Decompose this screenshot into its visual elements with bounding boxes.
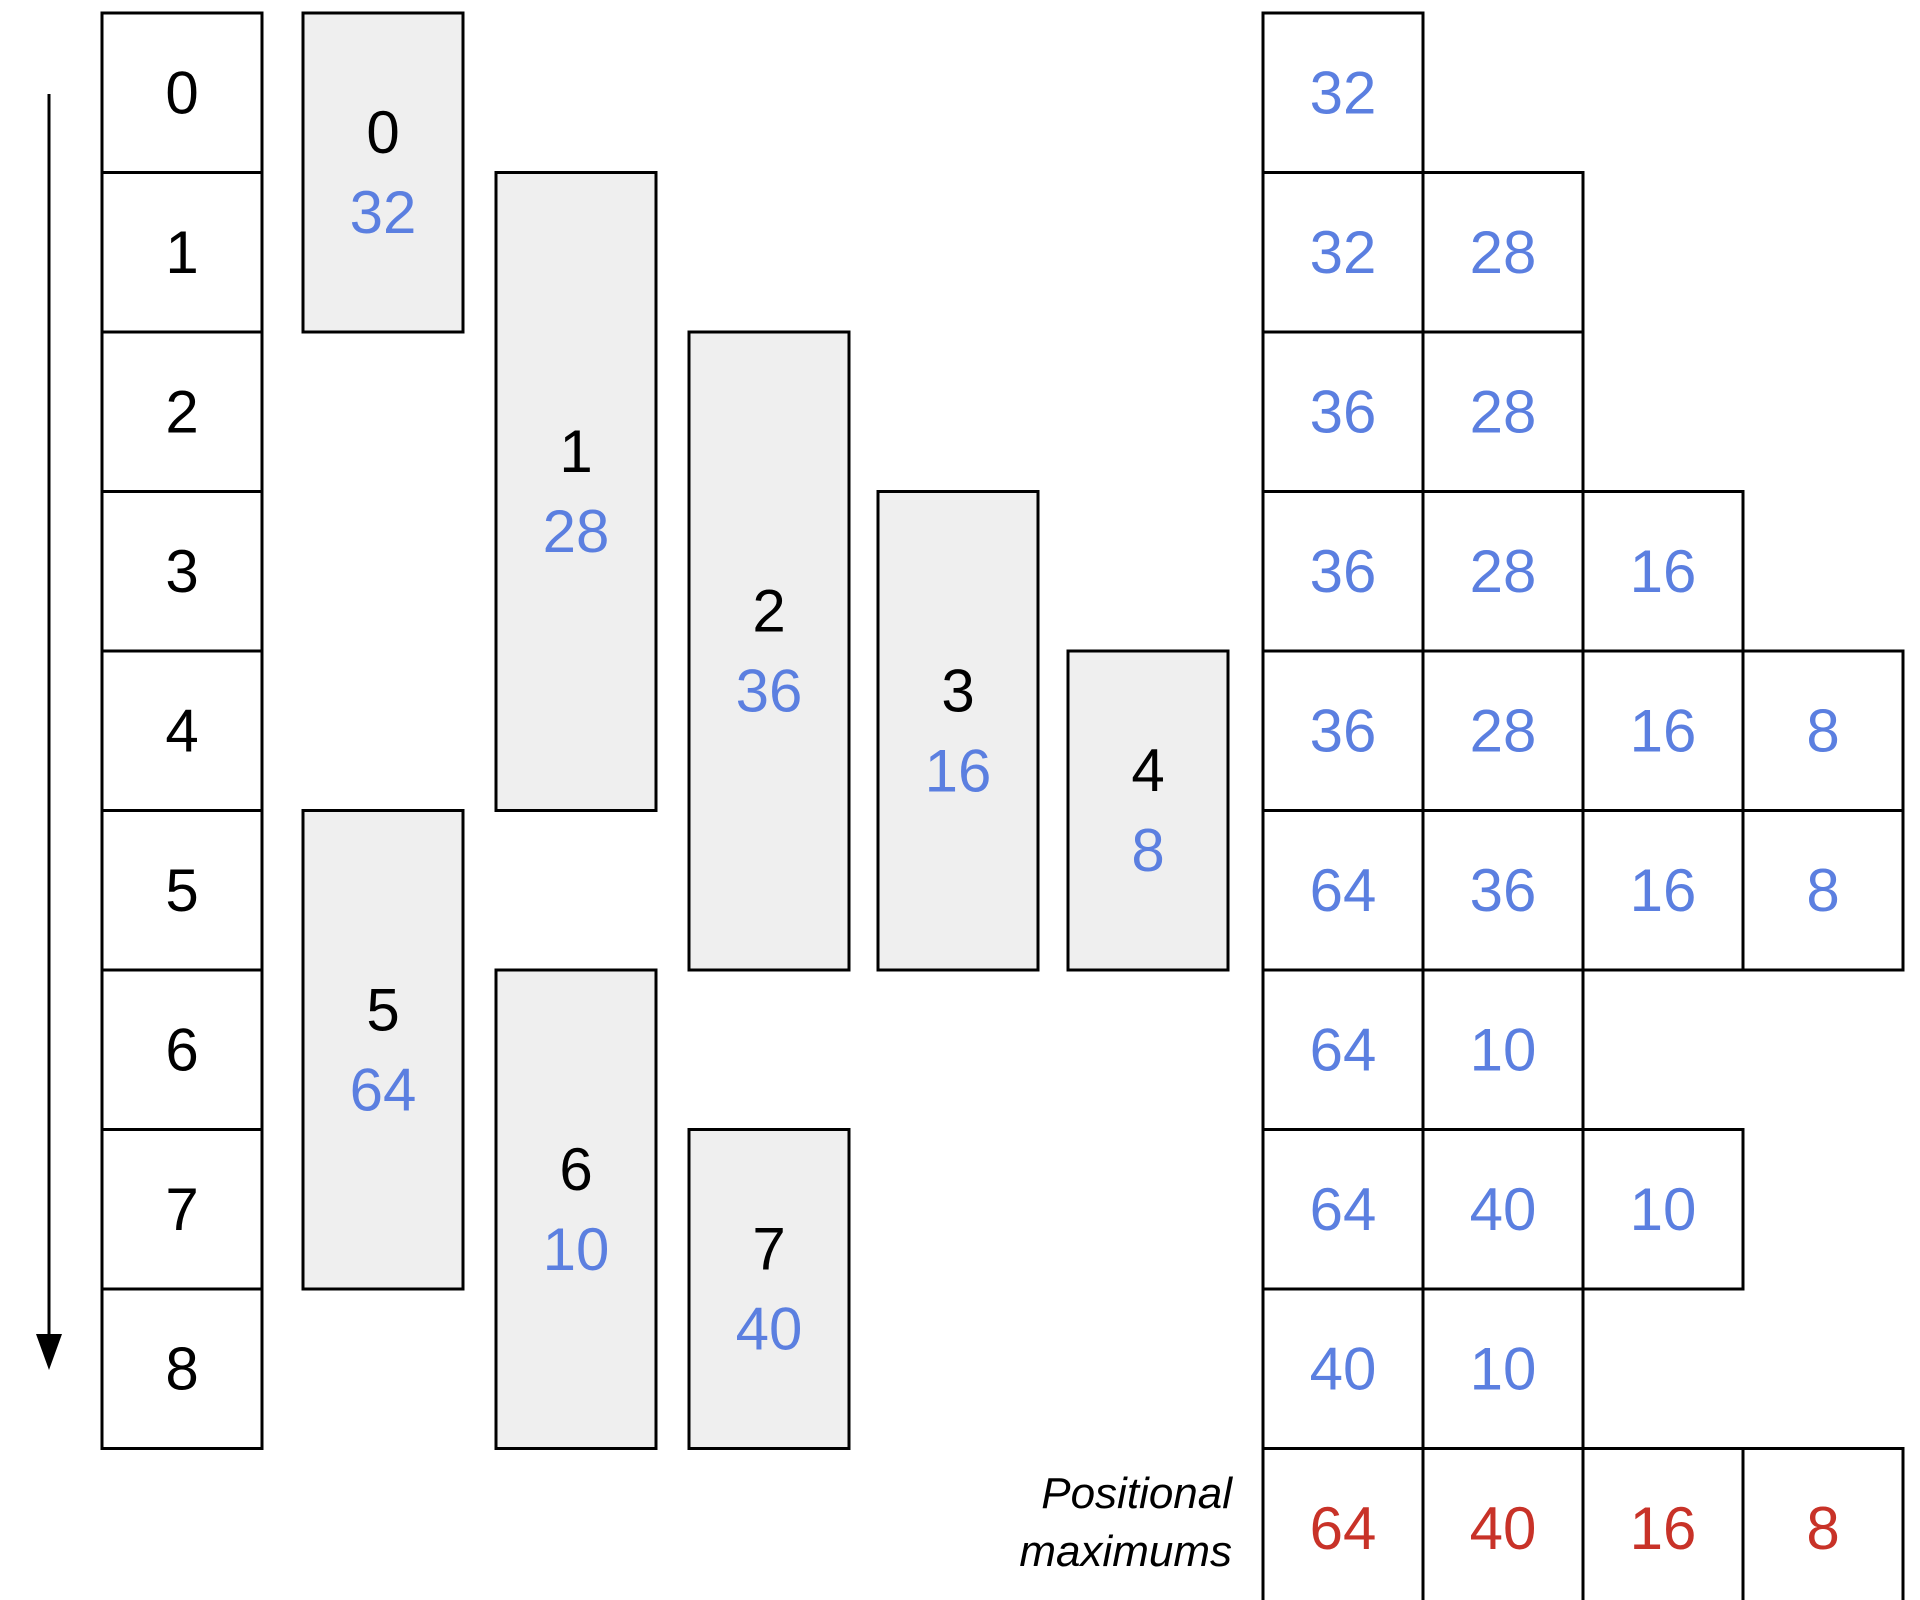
interval-value: 16 xyxy=(925,737,992,804)
stack-cell-value: 28 xyxy=(1470,538,1537,605)
index-cell-label: 0 xyxy=(165,59,198,126)
stack-cell-value: 64 xyxy=(1310,1176,1377,1243)
stack-cell-value: 8 xyxy=(1806,857,1839,924)
stack-cell xyxy=(1261,1287,1425,1450)
interval-id: 2 xyxy=(752,578,785,645)
stack-cell-value: 32 xyxy=(1310,219,1377,286)
stack-cell xyxy=(1581,809,1745,972)
interval-id: 1 xyxy=(559,418,592,485)
stack-cell-value: 64 xyxy=(1310,857,1377,924)
interval-bar xyxy=(494,968,658,1450)
max-cell xyxy=(1261,1447,1425,1600)
stack-cell-value: 36 xyxy=(1310,697,1377,764)
max-cell-value: 40 xyxy=(1470,1495,1537,1562)
interval-id: 6 xyxy=(559,1136,592,1203)
stack-cell-value: 16 xyxy=(1630,857,1697,924)
interval-id: 4 xyxy=(1131,737,1164,804)
stack-cell-value: 40 xyxy=(1470,1176,1537,1243)
stack-cell xyxy=(1261,330,1425,493)
stack-cell-value: 10 xyxy=(1630,1176,1697,1243)
stack-cell-value: 8 xyxy=(1806,697,1839,764)
interval-id: 3 xyxy=(941,657,974,724)
interval-bar xyxy=(1066,649,1230,972)
interval-value: 64 xyxy=(350,1056,417,1123)
max-cell xyxy=(1741,1447,1905,1600)
index-cell-label: 5 xyxy=(165,857,198,924)
stack-cell xyxy=(1261,490,1425,653)
stack-cell xyxy=(1421,649,1585,812)
interval-value: 36 xyxy=(736,658,803,725)
stack-cell xyxy=(1261,649,1425,812)
max-cell-value: 8 xyxy=(1806,1495,1839,1562)
interval-value: 10 xyxy=(543,1216,610,1283)
index-cell xyxy=(100,809,264,972)
positional-maximums-label-line2: maximums xyxy=(1019,1527,1232,1576)
interval-value: 32 xyxy=(350,179,417,246)
stack-cell-value: 28 xyxy=(1470,378,1537,445)
stack-cell-value: 10 xyxy=(1470,1016,1537,1083)
stack-cell xyxy=(1261,11,1425,174)
stack-cell xyxy=(1581,1128,1745,1291)
stack-cell xyxy=(1421,330,1585,493)
interval-bar xyxy=(301,809,465,1291)
stack-cell-value: 36 xyxy=(1310,538,1377,605)
interval-bar xyxy=(876,490,1040,972)
interval-bars: 0 32 1 28 2 36 3 16 4 8 5 64 6 10 7 40 xyxy=(301,11,1230,1450)
index-cell xyxy=(100,171,264,334)
stack-cell xyxy=(1421,171,1585,334)
stack-cell xyxy=(1741,809,1905,972)
interval-bar xyxy=(301,11,465,334)
index-cell-label: 8 xyxy=(165,1335,198,1402)
stack-cell-value: 16 xyxy=(1630,538,1697,605)
interval-id: 5 xyxy=(366,976,399,1043)
index-cell xyxy=(100,649,264,812)
interval-bar xyxy=(687,330,851,972)
stack-cell-value: 10 xyxy=(1470,1335,1537,1402)
stack-cell xyxy=(1421,1128,1585,1291)
index-cell-label: 3 xyxy=(165,538,198,605)
max-cell-value: 16 xyxy=(1630,1495,1697,1562)
interval-id: 0 xyxy=(366,99,399,166)
interval-bar xyxy=(494,171,658,812)
stack-cell-value: 40 xyxy=(1310,1335,1377,1402)
index-cell-label: 2 xyxy=(165,378,198,445)
max-cell-value: 64 xyxy=(1310,1495,1377,1562)
interval-id: 7 xyxy=(752,1216,785,1283)
stack-cell-value: 28 xyxy=(1470,697,1537,764)
stack-cell xyxy=(1421,968,1585,1131)
index-cell-label: 4 xyxy=(165,697,198,764)
interval-value: 8 xyxy=(1131,817,1164,884)
stack-cell-value: 32 xyxy=(1310,59,1377,126)
index-cell-label: 1 xyxy=(165,219,198,286)
interval-bar xyxy=(687,1128,851,1450)
index-cell-label: 7 xyxy=(165,1176,198,1243)
index-cell-label: 6 xyxy=(165,1016,198,1083)
stack-cell xyxy=(1261,1128,1425,1291)
interval-value: 28 xyxy=(543,498,610,565)
stack-cell xyxy=(1261,171,1425,334)
index-cell xyxy=(100,1287,264,1450)
index-column: 0 1 2 3 4 5 6 7 8 xyxy=(100,11,264,1450)
stack-cell-value: 16 xyxy=(1630,697,1697,764)
positional-maximums-row: 64 40 16 8 xyxy=(1261,1447,1905,1600)
down-arrow-icon xyxy=(36,94,62,1370)
stack-cell-value: 36 xyxy=(1470,857,1537,924)
positional-maximums-label-line1: Positional xyxy=(1041,1469,1233,1518)
index-cell xyxy=(100,1128,264,1291)
stack-grid: 32 32 28 36 28 36 28 16 36 28 16 8 64 36 16 8 64 10 64 40 10… xyxy=(1261,11,1905,1450)
stack-cell-value: 28 xyxy=(1470,219,1537,286)
index-cell xyxy=(100,490,264,653)
stack-cell xyxy=(1421,1287,1585,1450)
interval-value: 40 xyxy=(736,1296,803,1363)
stack-cell-value: 64 xyxy=(1310,1016,1377,1083)
stack-cell xyxy=(1261,968,1425,1131)
stack-cell-value: 36 xyxy=(1310,378,1377,445)
index-cell xyxy=(100,968,264,1131)
max-cell xyxy=(1581,1447,1745,1600)
